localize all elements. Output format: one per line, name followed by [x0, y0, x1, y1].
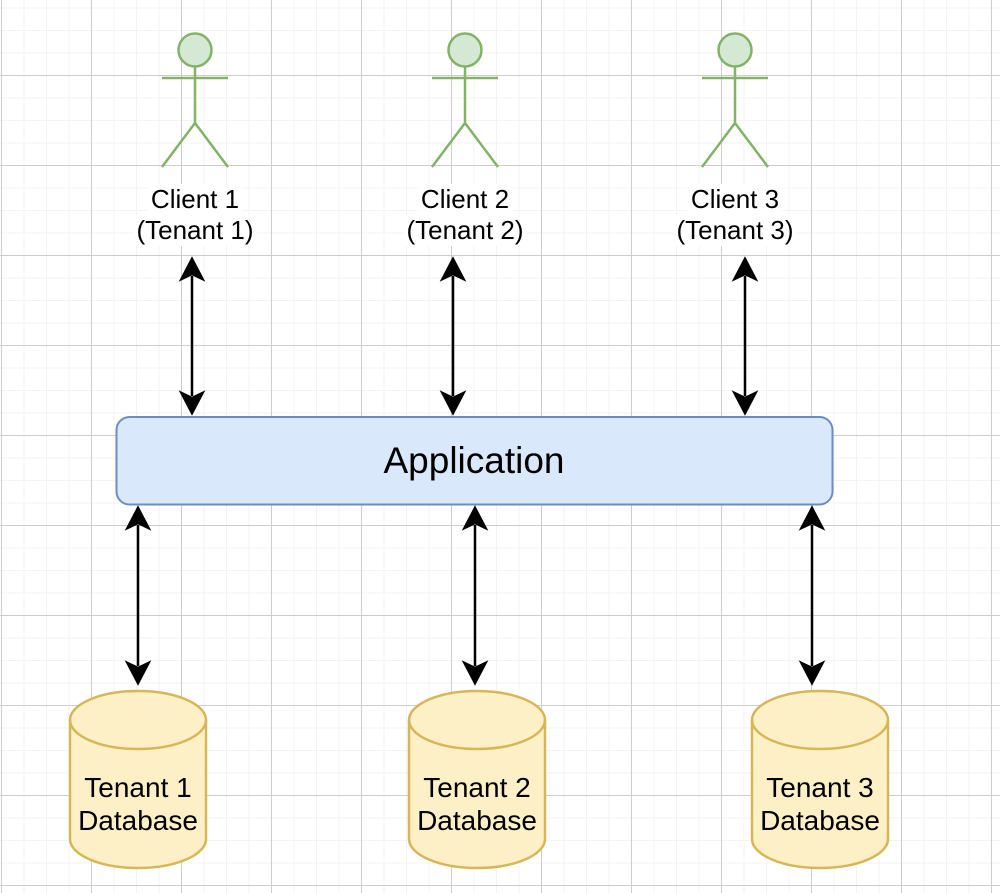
arrow-client1-application[interactable]: [178, 256, 206, 416]
actor-3-body-icon: [701, 66, 769, 168]
arrow-client3-application[interactable]: [731, 256, 759, 416]
arrowhead-down-icon: [439, 390, 467, 416]
cylinder-top-arc: [68, 719, 208, 751]
actor-1-head-icon: [177, 32, 213, 68]
arrowhead-up-icon: [124, 505, 152, 531]
database-2-word: Database: [417, 805, 537, 836]
database-3-tenant: Tenant 3: [766, 772, 874, 803]
arrowhead-down-icon: [124, 660, 152, 686]
client-1-tenant: (Tenant 1): [133, 215, 257, 246]
arrowhead-up-icon: [178, 256, 206, 282]
cylinder-body: [750, 689, 890, 870]
arrow-application-db3[interactable]: [798, 505, 826, 686]
database-cylinder-3[interactable]: [750, 689, 890, 870]
cylinder-body: [68, 689, 208, 870]
cylinder-top-arc: [750, 719, 890, 751]
client-1-label: Client 1 (Tenant 1): [133, 184, 257, 246]
database-3-label: Tenant 3 Database: [760, 771, 880, 837]
actor-1-body-icon: [161, 66, 229, 168]
actor-2-body-icon: [431, 66, 499, 168]
client-2-label: Client 2 (Tenant 2): [403, 184, 527, 246]
database-cylinder-1[interactable]: [68, 689, 208, 870]
arrowhead-up-icon: [461, 505, 489, 531]
database-2-label: Tenant 2 Database: [417, 771, 537, 837]
application-box[interactable]: [115, 416, 834, 506]
actor-3-head-icon: [717, 32, 753, 68]
client-2-tenant: (Tenant 2): [403, 215, 527, 246]
arrowhead-up-icon: [731, 256, 759, 282]
arrow-application-db1[interactable]: [124, 505, 152, 686]
arrow-client2-application[interactable]: [439, 256, 467, 416]
client-1-name: Client 1: [147, 184, 243, 215]
actor-client-2[interactable]: [431, 32, 499, 168]
database-1-label: Tenant 1 Database: [78, 771, 198, 837]
cylinder-top-arc: [407, 719, 547, 751]
client-3-tenant: (Tenant 3): [673, 215, 797, 246]
actor-client-3[interactable]: [701, 32, 769, 168]
arrowhead-up-icon: [798, 505, 826, 531]
cylinder-body: [407, 689, 547, 870]
client-2-name: Client 2: [417, 184, 513, 215]
arrowhead-down-icon: [178, 390, 206, 416]
database-1-word: Database: [78, 805, 198, 836]
database-2-tenant: Tenant 2: [423, 772, 531, 803]
actor-2-head-icon: [447, 32, 483, 68]
application-label: Application: [383, 440, 565, 481]
arrowhead-up-icon: [439, 256, 467, 282]
client-3-name: Client 3: [687, 184, 783, 215]
database-cylinder-2[interactable]: [407, 689, 547, 870]
client-3-label: Client 3 (Tenant 3): [673, 184, 797, 246]
arrowhead-down-icon: [731, 390, 759, 416]
arrow-application-db2[interactable]: [461, 505, 489, 686]
arrowhead-down-icon: [461, 660, 489, 686]
database-3-word: Database: [760, 805, 880, 836]
actor-client-1[interactable]: [161, 32, 229, 168]
database-1-tenant: Tenant 1: [84, 772, 192, 803]
arrowhead-down-icon: [798, 660, 826, 686]
